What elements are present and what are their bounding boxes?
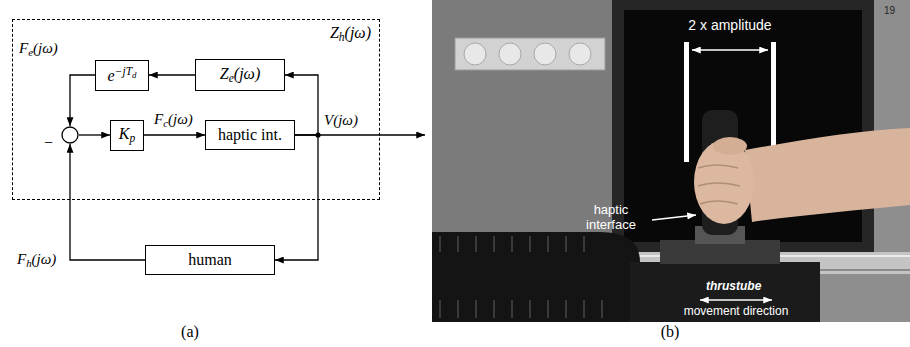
leader-arrow bbox=[652, 215, 696, 220]
text-segment: Z bbox=[220, 65, 229, 82]
text-segment: c bbox=[163, 117, 168, 129]
text-segment: F bbox=[154, 111, 163, 127]
text-segment: human bbox=[188, 251, 232, 268]
human-block: human bbox=[145, 245, 275, 275]
text-segment: d bbox=[132, 70, 136, 80]
impedance-term: Ze(jω) bbox=[220, 65, 260, 86]
text-segment: thrustube bbox=[706, 279, 761, 293]
panel-label: (b) bbox=[661, 323, 680, 341]
junction-circle bbox=[62, 127, 78, 143]
signal-connector bbox=[149, 74, 195, 75]
text-segment: K bbox=[119, 125, 130, 142]
brand-logo: thrustube bbox=[706, 280, 761, 294]
gain-block: Kp bbox=[110, 120, 144, 151]
sticker-number: 19 bbox=[884, 5, 895, 17]
text-segment: (b) bbox=[661, 323, 680, 340]
fingers bbox=[698, 165, 740, 204]
text-segment: (jω) bbox=[168, 111, 193, 127]
text-segment: V(jω) bbox=[324, 112, 358, 128]
text-segment: (jω) bbox=[234, 65, 260, 82]
socket-strip bbox=[455, 38, 605, 70]
text-segment: − bbox=[44, 134, 53, 151]
movement-arrow bbox=[700, 299, 772, 301]
sign-label: − bbox=[44, 134, 53, 152]
signal-label: V(jω) bbox=[324, 112, 358, 129]
delay-term: e−jTd bbox=[108, 65, 137, 85]
text-segment: (jω) bbox=[345, 24, 371, 41]
arm bbox=[745, 128, 910, 222]
panel-label: (a) bbox=[181, 323, 199, 341]
signal-label: Fe(jω) bbox=[18, 40, 59, 59]
signal-connector bbox=[275, 135, 318, 260]
signal-label: Fc(jω) bbox=[153, 111, 194, 130]
text-segment: F bbox=[17, 251, 26, 267]
text-segment: h bbox=[26, 257, 31, 269]
chain-links bbox=[440, 236, 602, 318]
socket bbox=[499, 43, 521, 65]
text-segment: (a) bbox=[181, 323, 199, 340]
thumb bbox=[713, 137, 747, 155]
system-boundary: Zh(jω)e−jTdZe(jω)−Kphaptic int. bbox=[12, 19, 380, 200]
block-label: haptic int. bbox=[218, 126, 282, 144]
annotation: 2 x amplitude bbox=[688, 17, 771, 33]
amplitude-bar bbox=[684, 42, 689, 162]
output-signal-line bbox=[318, 134, 425, 135]
text-segment: F bbox=[19, 40, 28, 56]
text-segment: haptic int. bbox=[218, 126, 282, 143]
text-segment: h bbox=[339, 31, 345, 43]
carriage bbox=[630, 262, 820, 322]
annotation: movement direction bbox=[684, 305, 789, 319]
transfer-label: Zh(jω) bbox=[330, 24, 371, 45]
text-segment: e bbox=[108, 67, 115, 84]
signal-connector bbox=[70, 75, 95, 126]
gain-term: Kp bbox=[119, 125, 135, 146]
junction-outline bbox=[61, 126, 79, 144]
annotation: haptic interface bbox=[578, 203, 644, 233]
branch-point bbox=[315, 132, 320, 137]
signal-connector bbox=[79, 134, 110, 135]
monitor-bezel bbox=[612, 0, 874, 252]
text-segment: −jT bbox=[115, 65, 132, 77]
signal-label: Fh(jω) bbox=[16, 251, 57, 270]
photo-illustration bbox=[432, 0, 910, 322]
device-block: haptic int. bbox=[205, 120, 295, 150]
socket bbox=[534, 43, 556, 65]
block-label: human bbox=[188, 251, 232, 269]
impedance-block: Ze(jω) bbox=[195, 59, 285, 91]
text-segment: movement direction bbox=[684, 304, 789, 318]
text-segment: e bbox=[28, 46, 33, 58]
text-segment: e bbox=[229, 72, 234, 84]
socket bbox=[569, 43, 591, 65]
amplitude-bar bbox=[771, 42, 776, 162]
signal-connector bbox=[70, 144, 145, 260]
text-segment: (jω) bbox=[33, 40, 58, 56]
text-segment: haptic interface bbox=[586, 202, 636, 232]
text-segment: p bbox=[129, 132, 135, 144]
amplitude-arrow bbox=[692, 49, 768, 51]
signal-connector bbox=[144, 134, 205, 135]
text-segment: 19 bbox=[884, 5, 895, 16]
wall bbox=[432, 0, 910, 322]
socket bbox=[464, 43, 486, 65]
text-segment: (jω) bbox=[32, 251, 57, 267]
summing-junction: − bbox=[61, 126, 79, 144]
text-segment: Z bbox=[330, 24, 339, 41]
delay-block: e−jTd bbox=[95, 60, 149, 91]
cable-chain bbox=[432, 232, 640, 322]
text-segment: 2 x amplitude bbox=[688, 17, 771, 33]
